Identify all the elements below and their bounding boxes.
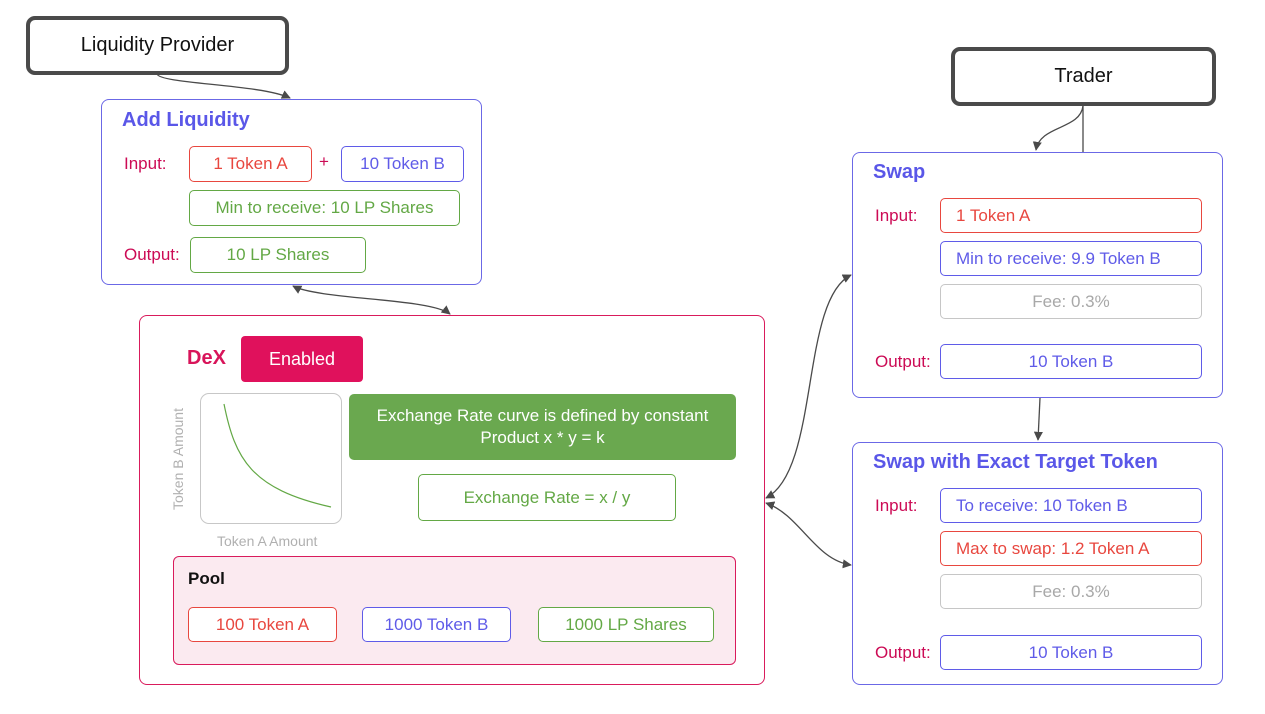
curve-plot: [223, 403, 332, 508]
pool-lp-shares-field[interactable]: 1000 LP Shares: [538, 607, 714, 642]
trader-actor[interactable]: Trader: [951, 47, 1216, 106]
add-liquidity-token-a-field[interactable]: 1 Token A: [189, 146, 312, 182]
liquidity-provider-actor[interactable]: Liquidity Provider: [26, 16, 289, 75]
swap-exact-output-field[interactable]: 10 Token B: [940, 635, 1202, 670]
swap-title: Swap: [873, 161, 926, 183]
swap-exact-input-label: Input:: [875, 496, 918, 515]
y-axis-label: Token B Amount: [170, 408, 186, 510]
arrow-trader-to-swap: [1032, 105, 1084, 151]
swap-exact-fee-field[interactable]: Fee: 0.3%: [940, 574, 1202, 609]
add-liquidity-min-receive-field[interactable]: Min to receive: 10 LP Shares: [189, 190, 460, 226]
dex-status-badge[interactable]: Enabled: [241, 336, 363, 382]
arrow-dex-swap-exact: [765, 501, 852, 569]
arrow-provider-to-add-liquidity: [156, 73, 291, 99]
trader-label: Trader: [1054, 65, 1113, 87]
liquidity-provider-label: Liquidity Provider: [80, 34, 235, 56]
arrow-dex-swap: [765, 274, 852, 499]
dex-title: DeX: [187, 347, 226, 369]
pool-title: Pool: [188, 569, 225, 588]
swap-min-receive-field[interactable]: Min to receive: 9.9 Token B: [940, 241, 1202, 276]
swap-exact-title: Swap with Exact Target Token: [873, 451, 1158, 473]
plus-sign: +: [319, 152, 329, 171]
add-liquidity-input-label: Input:: [124, 154, 167, 173]
arrow-add-liquidity-dex: [292, 285, 451, 315]
arrow-swap-to-swap-exact: [1033, 397, 1043, 441]
swap-fee-field[interactable]: Fee: 0.3%: [940, 284, 1202, 319]
exchange-rate-field[interactable]: Exchange Rate = x / y: [418, 474, 676, 521]
swap-input-label: Input:: [875, 206, 918, 225]
x-axis-label: Token A Amount: [217, 533, 318, 549]
pool-token-b-field[interactable]: 1000 Token B: [362, 607, 511, 642]
exchange-curve-chart: [200, 393, 342, 524]
swap-exact-output-label: Output:: [875, 643, 931, 662]
add-liquidity-title: Add Liquidity: [122, 109, 250, 131]
swap-input-field[interactable]: 1 Token A: [940, 198, 1202, 233]
add-liquidity-token-b-field[interactable]: 10 Token B: [341, 146, 464, 182]
pool-token-a-field[interactable]: 100 Token A: [188, 607, 337, 642]
hyperbola-curve: [223, 403, 332, 508]
swap-output-field[interactable]: 10 Token B: [940, 344, 1202, 379]
curve-definition-note: Exchange Rate curve is defined by consta…: [349, 394, 736, 460]
swap-exact-max-swap-field[interactable]: Max to swap: 1.2 Token A: [940, 531, 1202, 566]
add-liquidity-output-label: Output:: [124, 245, 180, 264]
swap-exact-to-receive-field[interactable]: To receive: 10 Token B: [940, 488, 1202, 523]
add-liquidity-output-field[interactable]: 10 LP Shares: [190, 237, 366, 273]
swap-output-label: Output:: [875, 352, 931, 371]
